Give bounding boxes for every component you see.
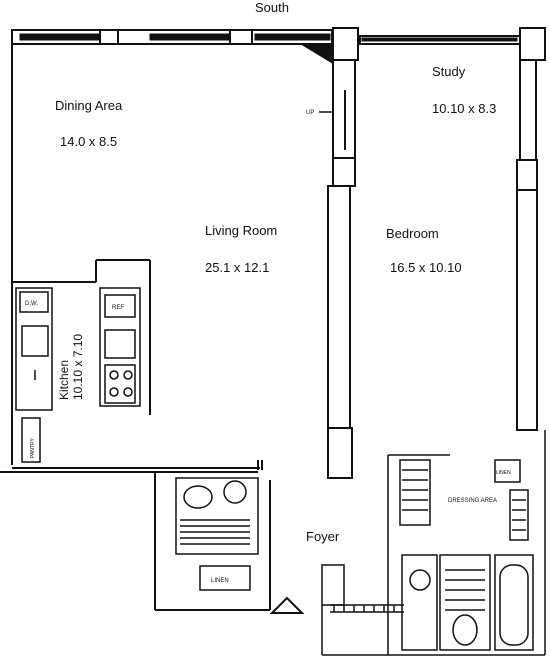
south-wall <box>11 29 521 45</box>
linen-label-bath: LINEN <box>211 578 229 584</box>
room-name-bedroom: Bedroom <box>386 226 439 241</box>
linen-label-bedroom: LINEN <box>496 470 511 476</box>
room-dims-living: 25.1 x 12.1 <box>205 260 269 275</box>
dressing-area-label: DRESSING AREA <box>448 498 497 504</box>
room-name-study: Study <box>432 64 466 79</box>
ref-label: REF <box>112 305 124 311</box>
room-dims-bedroom: 16.5 x 10.10 <box>390 260 462 275</box>
room-name-dining: Dining Area <box>55 98 123 113</box>
room-dims-kitchen: 10.10 x 7.10 <box>71 334 85 400</box>
kitchen-counter <box>15 287 141 411</box>
compass-label: South <box>255 0 289 15</box>
room-dims-study: 10.10 x 8.3 <box>432 101 496 116</box>
right-bath-and-dressing <box>321 430 546 656</box>
dw-label: D.W. <box>25 301 38 307</box>
pantry <box>21 417 41 463</box>
wall-wedge <box>300 44 333 64</box>
room-dims-dining: 14.0 x 8.5 <box>60 134 117 149</box>
room-name-foyer: Foyer <box>306 529 340 544</box>
pantry-label: PANTRY <box>30 438 36 458</box>
room-name-living: Living Room <box>205 223 277 238</box>
room-name-kitchen: Kitchen <box>57 360 71 400</box>
entrance-arrow-icon <box>269 596 305 614</box>
interior-walls <box>0 44 538 611</box>
up-label: UP <box>306 110 314 116</box>
left-bathroom <box>175 477 259 591</box>
